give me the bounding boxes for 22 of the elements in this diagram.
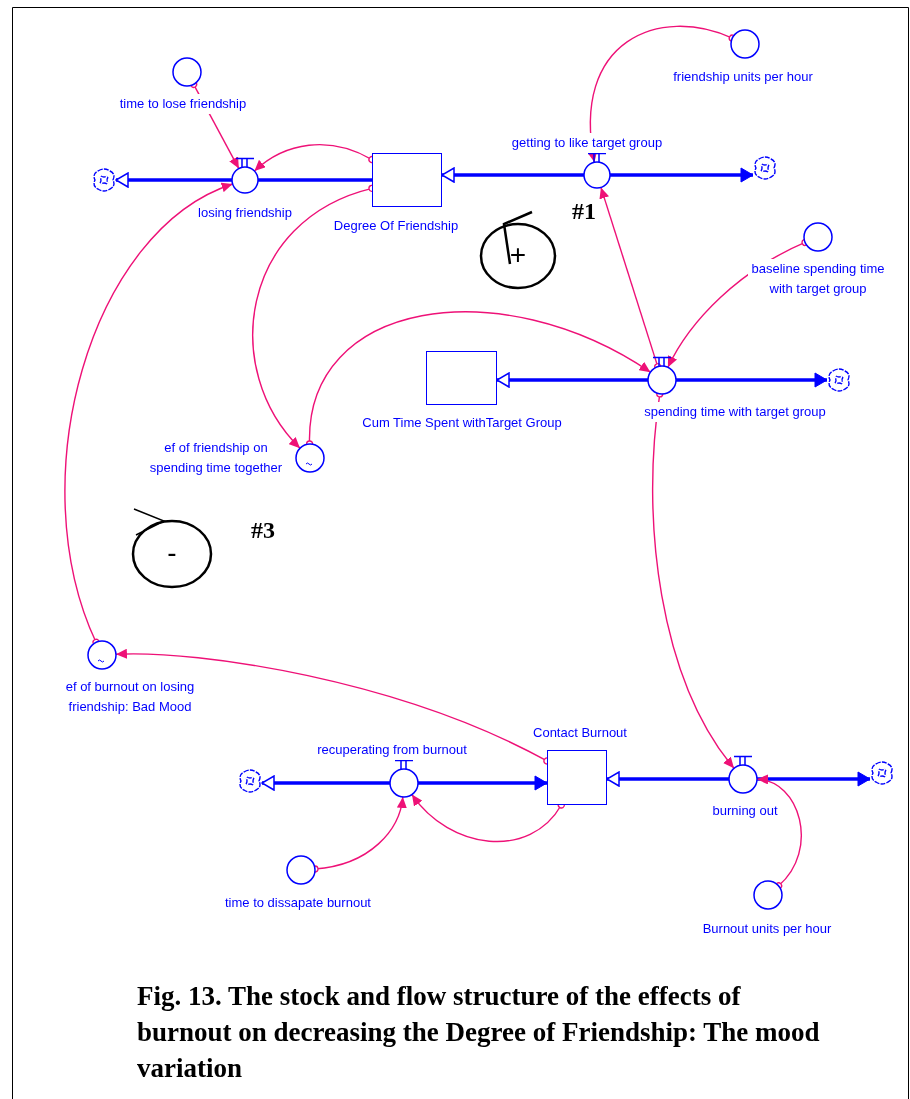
flow-pipe xyxy=(496,372,648,388)
link-arrow xyxy=(588,25,736,163)
flow-pipe xyxy=(676,372,828,388)
link-arrow xyxy=(411,793,565,842)
loop-number: #3 xyxy=(251,516,275,544)
variable-label: time to lose friendship xyxy=(119,94,247,114)
link-arrow xyxy=(756,775,802,890)
flow-pipe xyxy=(606,771,729,787)
flow-pipe xyxy=(441,167,584,183)
variable-label: spending time with target group xyxy=(644,402,826,422)
variable-label: getting to like target group xyxy=(511,133,663,153)
figure-caption: Fig. 13. The stock and flow structure of the effects of burnout on decreasing the Degree of Friendship: The mood variation xyxy=(137,980,821,1085)
flow-pipe xyxy=(418,775,548,791)
flow-pipe xyxy=(115,172,232,188)
link-arrow xyxy=(64,183,234,646)
loop-polarity-sign: + xyxy=(508,240,528,270)
loop-polarity-sign: - xyxy=(166,538,178,568)
flow-pipe xyxy=(757,771,871,787)
flow-pipe xyxy=(261,775,390,791)
loop-number: #1 xyxy=(572,197,596,225)
flow-pipe xyxy=(610,167,754,183)
flow-pipe xyxy=(258,178,372,182)
